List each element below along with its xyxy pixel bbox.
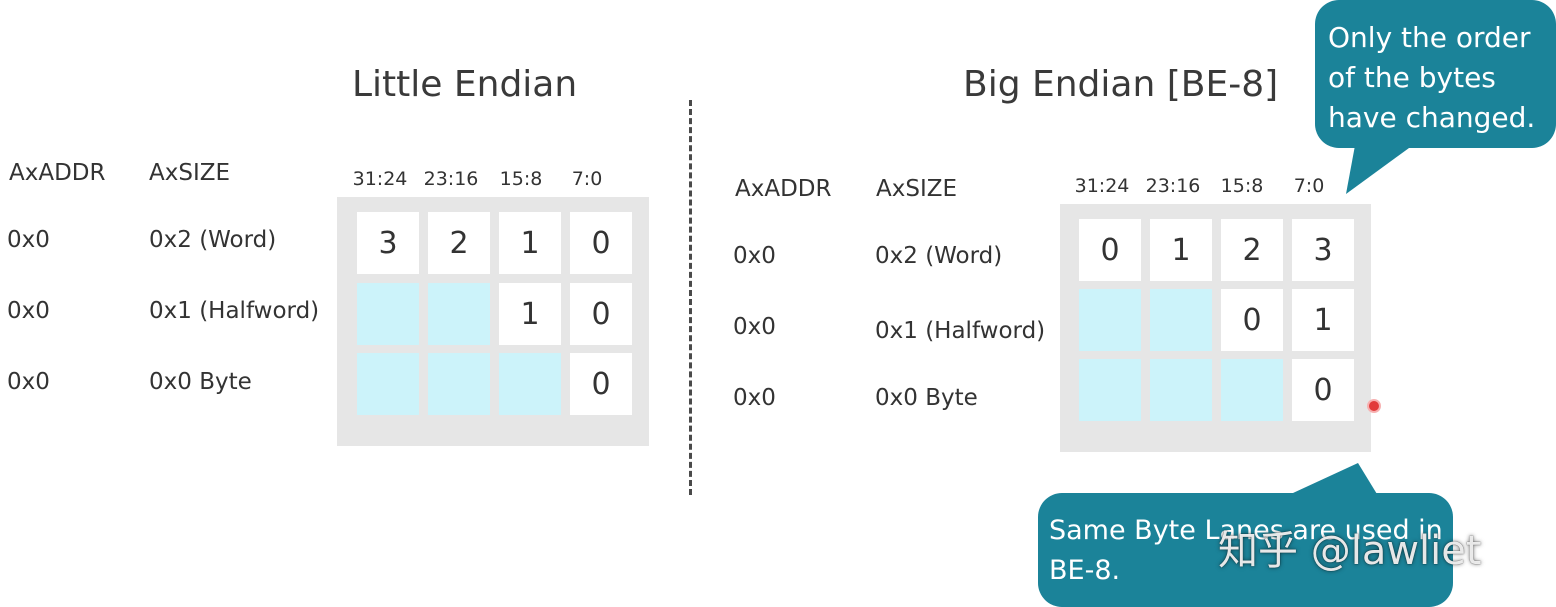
left-cell-r3-c3 — [499, 353, 561, 415]
left-cell-r1-c4: 0 — [570, 212, 632, 274]
right-title: Big Endian [BE-8] — [963, 64, 1279, 105]
callout-top-tail — [1346, 140, 1420, 194]
right-cell-r3-c2 — [1150, 359, 1212, 421]
callout-top: Only the order of the bytes have changed… — [1315, 0, 1556, 148]
left-cell-r1-c2: 2 — [428, 212, 490, 274]
left-cell-r3-c2 — [428, 353, 490, 415]
right-cell-r1-c3: 2 — [1221, 219, 1283, 281]
left-cell-r1-c3: 1 — [499, 212, 561, 274]
left-col-label-15-8: 15:8 — [499, 168, 543, 190]
right-cell-r3-c1 — [1079, 359, 1141, 421]
left-axaddr-header: AxADDR — [9, 160, 106, 186]
pointer-dot — [1367, 399, 1381, 413]
left-row2-size: 0x1 (Halfword) — [149, 298, 320, 324]
left-row3-size: 0x0 Byte — [149, 369, 252, 395]
callout-bottom: Same Byte Lanes are used in BE-8. — [1038, 493, 1453, 607]
right-byte-lane-grid: 0 1 2 3 0 1 0 — [1060, 204, 1371, 452]
left-axsize-header: AxSIZE — [149, 160, 231, 186]
left-byte-lane-grid: 3 2 1 0 1 0 0 — [337, 197, 649, 446]
right-cell-r2-c3: 0 — [1221, 289, 1283, 351]
right-col-label-7-0: 7:0 — [1293, 175, 1325, 197]
left-row1-size: 0x2 (Word) — [149, 227, 277, 253]
right-row3-addr: 0x0 — [733, 385, 776, 411]
right-cell-r2-c1 — [1079, 289, 1141, 351]
left-cell-r2-c3: 1 — [499, 283, 561, 345]
watermark: 知乎 @lawliet — [1218, 528, 1482, 574]
left-title: Little Endian — [352, 64, 578, 105]
left-cell-r2-c1 — [357, 283, 419, 345]
right-col-label-23-16: 23:16 — [1145, 175, 1201, 197]
right-col-label-15-8: 15:8 — [1220, 175, 1264, 197]
right-cell-r3-c3 — [1221, 359, 1283, 421]
left-col-label-31-24: 31:24 — [352, 168, 408, 190]
callout-bottom-tail — [1280, 463, 1380, 499]
panel-divider — [689, 100, 692, 495]
right-cell-r1-c4: 3 — [1292, 219, 1354, 281]
right-row2-addr: 0x0 — [733, 314, 776, 340]
left-cell-r1-c1: 3 — [357, 212, 419, 274]
right-axaddr-header: AxADDR — [735, 176, 832, 202]
right-col-label-31-24: 31:24 — [1074, 175, 1130, 197]
callout-bottom-line-2: BE-8. — [1049, 555, 1121, 586]
left-col-label-7-0: 7:0 — [571, 168, 603, 190]
left-cell-r3-c4: 0 — [570, 353, 632, 415]
right-cell-r1-c1: 0 — [1079, 219, 1141, 281]
right-row1-size: 0x2 (Word) — [875, 243, 1003, 269]
right-row2-size: 0x1 (Halfword) — [875, 318, 1046, 344]
right-cell-r2-c4: 1 — [1292, 289, 1354, 351]
callout-top-line-1: Only the order — [1328, 21, 1531, 54]
right-row1-addr: 0x0 — [733, 243, 776, 269]
left-cell-r2-c4: 0 — [570, 283, 632, 345]
callout-bottom-line-1: Same Byte Lanes are used in — [1049, 515, 1443, 546]
left-cell-r3-c1 — [357, 353, 419, 415]
right-row3-size: 0x0 Byte — [875, 385, 978, 411]
left-col-label-23-16: 23:16 — [423, 168, 479, 190]
right-cell-r3-c4: 0 — [1292, 359, 1354, 421]
right-axsize-header: AxSIZE — [876, 176, 958, 202]
left-row3-addr: 0x0 — [7, 369, 50, 395]
right-cell-r2-c2 — [1150, 289, 1212, 351]
left-row1-addr: 0x0 — [7, 227, 50, 253]
right-cell-r1-c2: 1 — [1150, 219, 1212, 281]
callout-top-line-3: have changed. — [1328, 101, 1536, 134]
callout-top-line-2: of the bytes — [1328, 61, 1496, 94]
left-cell-r2-c2 — [428, 283, 490, 345]
left-row2-addr: 0x0 — [7, 298, 50, 324]
